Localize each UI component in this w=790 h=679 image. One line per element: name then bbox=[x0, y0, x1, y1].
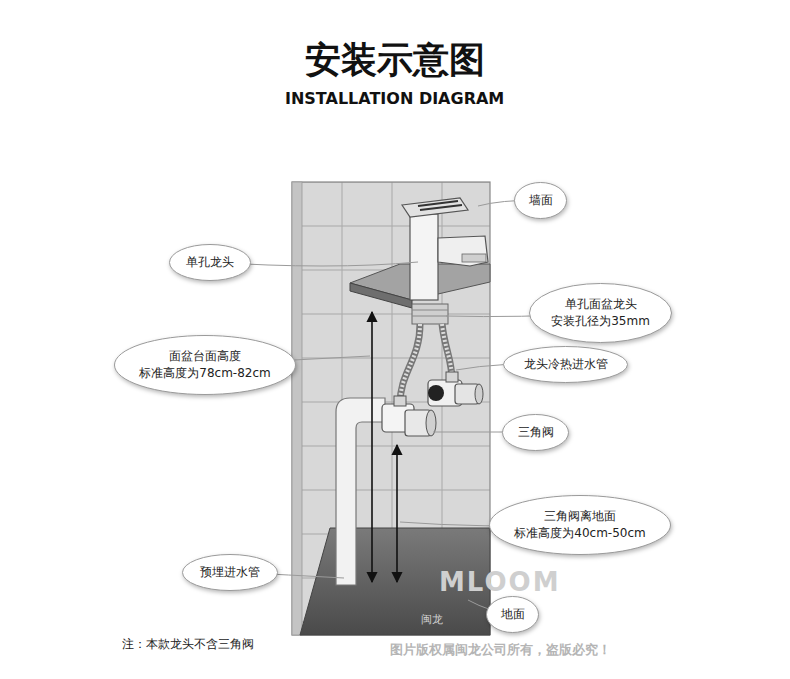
note: 注：本款龙头不含三角阀 bbox=[122, 638, 254, 652]
callout-text: 地面 bbox=[501, 606, 525, 623]
callout-line: 三角阀离地面 bbox=[514, 508, 646, 525]
ellipse-outline bbox=[487, 597, 539, 633]
callout-bubble: 面盆台面高度标准高度为78cm-82cm bbox=[113, 334, 297, 396]
subtitle: INSTALLATION DIAGRAM bbox=[285, 90, 504, 108]
copyright-notice: 图片版权属闽龙公司所有，盗版必究！ bbox=[390, 643, 611, 658]
hose-braid bbox=[400, 324, 420, 404]
faucet-body bbox=[410, 214, 438, 300]
ellipse-outline bbox=[490, 496, 671, 555]
callout-bubble: 地面 bbox=[485, 595, 540, 634]
callout-line: 标准高度为78cm-82cm bbox=[139, 365, 271, 382]
valve-inlet bbox=[394, 396, 406, 406]
ellipse-outline bbox=[170, 245, 251, 281]
callout-line: 地面 bbox=[501, 606, 525, 623]
watermark: 闽龙 bbox=[421, 614, 443, 627]
counter-front-face bbox=[350, 283, 412, 308]
callout-line: 龙头冷热进水管 bbox=[524, 356, 608, 373]
wall-edge bbox=[292, 182, 302, 635]
callout-line: 面盆台面高度 bbox=[139, 348, 271, 365]
callout-line: 墙面 bbox=[529, 192, 553, 209]
callout-text: 墙面 bbox=[529, 192, 553, 209]
callout-ellipse bbox=[113, 334, 297, 396]
faucet-spout bbox=[438, 236, 488, 266]
nut-thread bbox=[412, 310, 448, 316]
callout-bubble: 龙头冷热进水管 bbox=[502, 345, 629, 384]
callout-text: 单孔龙头 bbox=[186, 254, 234, 271]
callout-bubble: 单孔龙头 bbox=[168, 243, 252, 282]
ellipse-outline bbox=[503, 415, 569, 451]
callout-bubble: 预埋进水管 bbox=[181, 553, 279, 592]
callout-text: 面盆台面高度标准高度为78cm-82cm bbox=[139, 348, 271, 383]
dimension-line bbox=[371, 312, 373, 582]
pipe bbox=[336, 398, 385, 585]
valve-end bbox=[475, 384, 483, 404]
callout-line: 预埋进水管 bbox=[200, 564, 260, 581]
dimension-line bbox=[396, 445, 398, 582]
callout-text: 三角阀 bbox=[518, 424, 554, 441]
callout-line: 安装孔径为35mm bbox=[551, 313, 650, 330]
ellipse-outline bbox=[115, 336, 296, 395]
callout-line: 单孔面盆龙头 bbox=[551, 296, 650, 313]
callout-text: 龙头冷热进水管 bbox=[524, 356, 608, 373]
callout-line: 单孔龙头 bbox=[186, 254, 234, 271]
valve-inlet bbox=[446, 372, 458, 382]
callout-line: 标准高度为40cm-50cm bbox=[514, 525, 646, 542]
callout-text: 单孔面盆龙头安装孔径为35mm bbox=[551, 296, 650, 331]
faucet-handle bbox=[402, 198, 468, 217]
callout-bubble: 单孔面盆龙头安装孔径为35mm bbox=[528, 282, 673, 344]
ellipse-outline bbox=[504, 347, 628, 383]
callout-text: 三角阀离地面标准高度为40cm-50cm bbox=[514, 508, 646, 543]
callout-bubble: 三角阀 bbox=[501, 413, 570, 452]
ellipse-outline bbox=[515, 183, 567, 219]
handle-groove bbox=[418, 201, 462, 210]
callout-text: 预埋进水管 bbox=[200, 564, 260, 581]
valve-knob bbox=[428, 385, 444, 401]
mounting-nut bbox=[412, 304, 448, 324]
callout-bubble: 墙面 bbox=[513, 181, 568, 220]
spout-outlet bbox=[462, 254, 486, 262]
dimension-arrows bbox=[372, 312, 397, 582]
callout-bubble: 三角阀离地面标准高度为40cm-50cm bbox=[488, 494, 672, 556]
faucet bbox=[402, 198, 488, 300]
callout-line: 三角阀 bbox=[518, 424, 554, 441]
angle-valves bbox=[382, 372, 483, 436]
watermark: MLOOM bbox=[439, 568, 561, 598]
title: 安装示意图 bbox=[305, 40, 485, 80]
embedded-pipe bbox=[336, 398, 385, 585]
callout-ellipse bbox=[488, 494, 672, 556]
callout-ellipse bbox=[528, 282, 673, 344]
hose bbox=[400, 324, 420, 404]
ellipse-outline bbox=[530, 284, 672, 343]
ellipse-outline bbox=[183, 555, 278, 591]
